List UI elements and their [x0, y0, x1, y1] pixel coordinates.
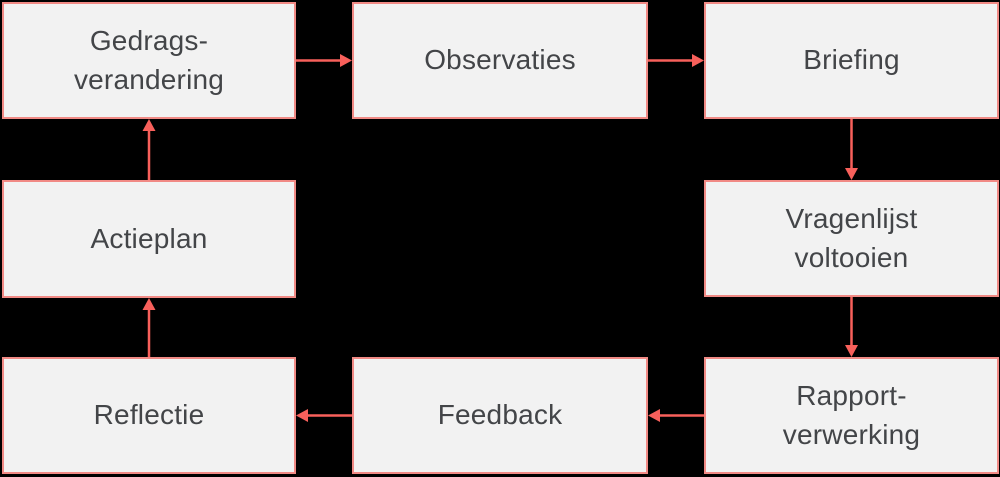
- node-briefing: Briefing: [704, 2, 999, 119]
- arrow-head-briefing-to-vragenlijst: [845, 168, 858, 180]
- arrow-head-actieplan-to-gedragsverandering: [142, 119, 156, 131]
- node-gedragsverandering-label: Gedrags- verandering: [73, 25, 225, 95]
- arrow-head-rapportverwerking-to-feedback: [648, 409, 660, 422]
- node-rapportverwerking: Rapport- verwerking: [704, 357, 999, 474]
- arrow-head-feedback-to-reflectie: [296, 409, 308, 422]
- node-observaties: Observaties: [352, 2, 648, 119]
- node-actieplan-label: Actieplan: [90, 222, 208, 254]
- node-observaties-label: Observaties: [424, 44, 576, 76]
- node-feedback-label: Feedback: [437, 399, 563, 431]
- arrow-head-vragenlijst-to-rapportverwerking: [845, 345, 858, 357]
- arrow-head-reflectie-to-actieplan: [142, 298, 156, 310]
- arrow-head-gedragsverandering-to-observaties: [340, 54, 352, 67]
- node-actieplan: Actieplan: [2, 180, 296, 298]
- node-feedback: Feedback: [352, 357, 648, 474]
- node-vragenlijst-voltooien: Vragenlijst voltooien: [704, 180, 999, 297]
- node-gedragsverandering: Gedrags- verandering: [2, 2, 296, 119]
- node-vragenlijst-voltooien-label: Vragenlijst voltooien: [785, 203, 918, 273]
- node-reflectie: Reflectie: [2, 357, 296, 474]
- node-reflectie-label: Reflectie: [93, 399, 205, 431]
- arrow-head-observaties-to-briefing: [692, 54, 704, 67]
- node-rapportverwerking-label: Rapport- verwerking: [782, 380, 921, 450]
- node-briefing-label: Briefing: [803, 44, 900, 76]
